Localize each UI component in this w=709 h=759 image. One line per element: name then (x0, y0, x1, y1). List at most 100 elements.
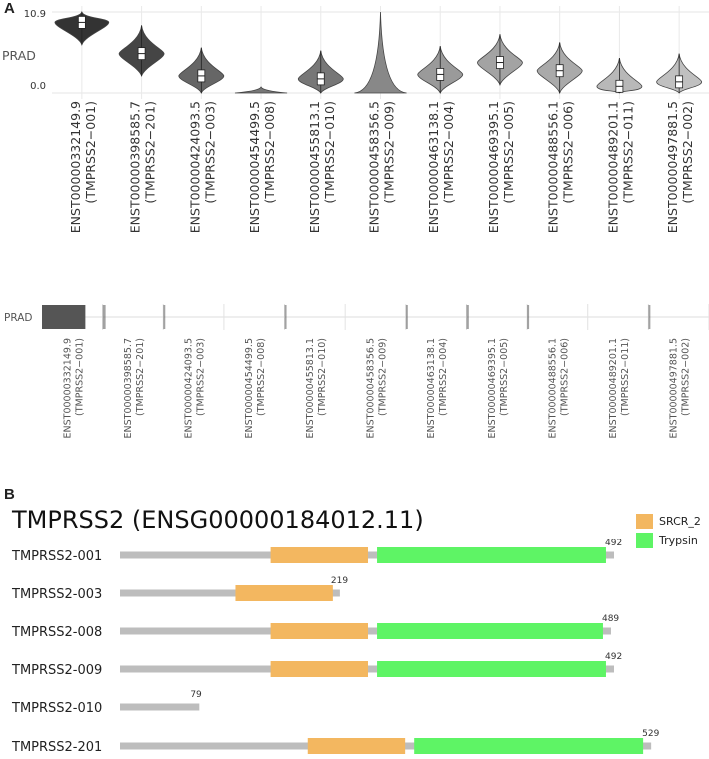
protein-name: TMPRSS2-009 (11, 663, 102, 678)
protein-row: TMPRSS2-008 489 (11, 614, 619, 640)
strip-category-label: ENST00000454499.5(TMPRSS2−008) (244, 338, 267, 439)
x-category-label-line: (TMPRSS2−001) (83, 101, 98, 204)
strip-category-label-line: (TMPRSS2−002) (681, 338, 692, 416)
x-category-label-line: ENST00000469395.1 (486, 101, 501, 233)
panel-a-label: A (4, 0, 15, 17)
strip-category-label-line: ENST00000463138.1 (426, 338, 437, 439)
protein-length-label: 489 (602, 614, 619, 624)
protein-backbone (120, 589, 340, 597)
strip-category-label-line: (TMPRSS2−006) (559, 338, 570, 416)
x-category-label-line: (TMPRSS2−009) (382, 101, 397, 204)
x-category-label-line: (TMPRSS2−004) (441, 101, 456, 204)
strip-category-label: ENST00000424093.5(TMPRSS2−003) (184, 338, 207, 439)
strip-category-label-line: ENST00000489201.1 (608, 338, 619, 439)
violin-body (234, 86, 288, 94)
protein-row: TMPRSS2-003 219 (11, 576, 348, 602)
strip-bar (527, 305, 530, 329)
strip-category-label-line: (TMPRSS2−010) (317, 338, 328, 416)
x-category-label-line: ENST00000398585.7 (128, 101, 143, 233)
strip-bar (284, 305, 287, 329)
violin-5 (354, 11, 407, 94)
protein-name: TMPRSS2-003 (11, 587, 102, 602)
protein-backbone (120, 703, 200, 711)
strip-category-label-line: ENST00000454499.5 (244, 338, 255, 439)
legend-srcr2-label: SRCR_2 (659, 515, 701, 528)
x-category-label: ENST00000463138.1(TMPRSS2−004) (426, 101, 456, 233)
x-category-label-line: ENST00000454499.5 (247, 101, 262, 233)
violin-8 (536, 42, 583, 95)
protein-length-label: 529 (642, 729, 659, 739)
strip-category-label-line: (TMPRSS2−009) (378, 338, 389, 416)
violin-chart: 10.9 0.0 PRAD ENST00000332149.9(TMPRSS2−001… (2, 6, 709, 233)
strip-category-label-line: (TMPRSS2−001) (74, 338, 85, 416)
violin-0 (54, 10, 110, 46)
x-category-label: ENST00000458356.5(TMPRSS2−009) (367, 101, 397, 233)
x-category-label-line: (TMPRSS2−002) (680, 101, 695, 204)
protein-row: TMPRSS2-201 529 (11, 729, 660, 755)
x-category-label-line: ENST00000455813.1 (307, 101, 322, 233)
x-category-label-line: (TMPRSS2−003) (202, 101, 217, 204)
protein-length-label: 79 (190, 690, 202, 700)
legend-srcr2-swatch (636, 514, 653, 529)
strip-tissue-label: PRAD (4, 312, 32, 324)
trypsin-domain (414, 738, 644, 754)
x-category-label: ENST00000489201.1(TMPRSS2−011) (605, 101, 635, 233)
violin-4 (297, 50, 344, 94)
strip-category-label: ENST00000332149.9(TMPRSS2−001) (62, 338, 85, 439)
x-category-label: ENST00000497881.5(TMPRSS2−002) (665, 101, 695, 233)
x-category-label-line: (TMPRSS2−005) (501, 101, 516, 204)
strip-category-label-line: ENST00000424093.5 (184, 338, 195, 439)
strip-category-label-line: ENST00000497881.5 (669, 338, 680, 439)
strip-bar (648, 305, 651, 329)
strip-bar (163, 305, 166, 329)
protein-row: TMPRSS2-010 79 (11, 690, 202, 716)
trypsin-domain (377, 547, 606, 563)
protein-name: TMPRSS2-010 (11, 701, 102, 716)
strip-category-label-line: (TMPRSS2−201) (135, 338, 146, 416)
strip-category-label-line: (TMPRSS2−004) (438, 338, 449, 416)
strip-category-label: ENST00000489201.1(TMPRSS2−011) (608, 338, 631, 439)
strip-bar (405, 305, 408, 329)
protein-name: TMPRSS2-008 (11, 625, 102, 640)
x-category-label: ENST00000455813.1(TMPRSS2−010) (307, 101, 337, 233)
panel-b-title: TMPRSS2 (ENSG00000184012.11) (12, 506, 424, 534)
srcr2-domain (270, 661, 369, 677)
strip-bar (466, 305, 469, 329)
legend-trypsin-label: Trypsin (659, 534, 698, 547)
srcr2-domain (270, 623, 369, 639)
tissue-label: PRAD (2, 48, 36, 63)
x-category-label-line: (TMPRSS2−008) (262, 101, 277, 204)
x-category-label-line: (TMPRSS2−006) (561, 101, 576, 204)
legend-srcr2: SRCR_2 (636, 514, 701, 529)
y-tick-label-min: 0.0 (30, 81, 46, 92)
violin-10 (656, 53, 703, 94)
strip-category-label-line: ENST00000398585.7 (123, 338, 134, 439)
x-category-label-line: ENST00000332149.9 (68, 101, 83, 233)
srcr2-domain (235, 585, 333, 601)
strip-category-label: ENST00000469395.1(TMPRSS2−005) (487, 338, 510, 439)
strip-category-label-line: (TMPRSS2−008) (256, 338, 267, 416)
protein-length-label: 219 (331, 576, 348, 586)
strip-category-label: ENST00000497881.5(TMPRSS2−002) (669, 338, 692, 439)
x-category-label-line: (TMPRSS2−010) (322, 101, 337, 204)
violin-7 (477, 34, 523, 87)
protein-name: TMPRSS2-001 (11, 549, 102, 564)
strip-category-label-line: (TMPRSS2−003) (196, 338, 207, 416)
strip-category-label: ENST00000488556.1(TMPRSS2−006) (547, 338, 570, 439)
srcr2-domain (270, 547, 369, 563)
legend-trypsin: Trypsin (636, 533, 698, 548)
protein-name: TMPRSS2-201 (11, 740, 102, 755)
bar-chart: PRADENST00000332149.9(TMPRSS2−001)ENST00… (4, 304, 709, 439)
x-category-label: ENST00000332149.9(TMPRSS2−001) (68, 101, 98, 233)
strip-category-label-line: ENST00000332149.9 (62, 338, 73, 439)
strip-bar (102, 305, 106, 329)
y-tick-label-max: 10.9 (24, 9, 46, 20)
strip-category-label: ENST00000398585.7(TMPRSS2−201) (123, 338, 146, 439)
trypsin-domain (377, 661, 606, 677)
x-category-label: ENST00000424093.5(TMPRSS2−003) (187, 101, 217, 233)
strip-category-label: ENST00000463138.1(TMPRSS2−004) (426, 338, 449, 439)
x-category-label: ENST00000454499.5(TMPRSS2−008) (247, 101, 277, 233)
strip-category-label-line: ENST00000455813.1 (305, 338, 316, 439)
